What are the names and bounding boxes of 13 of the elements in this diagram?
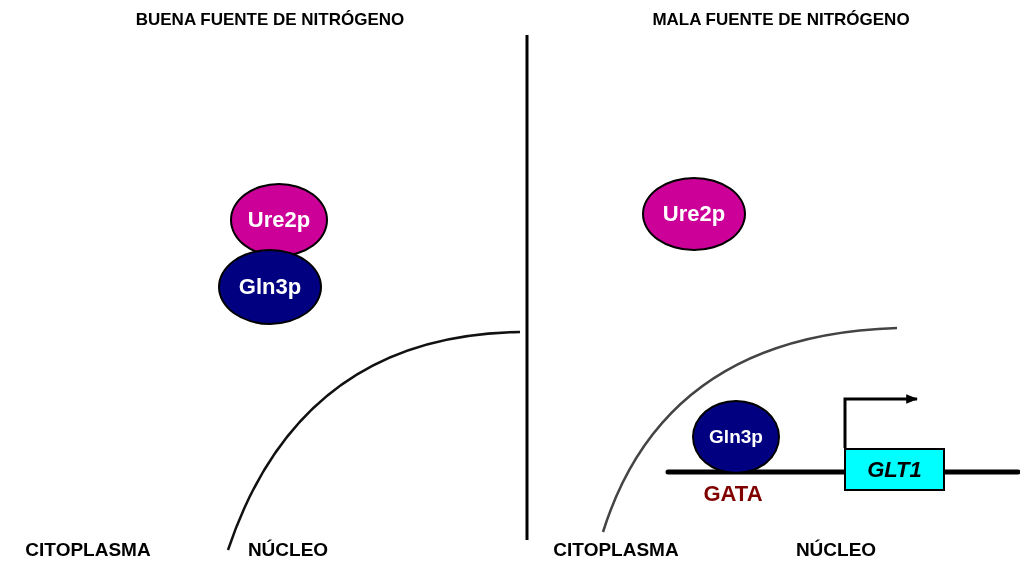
panel-heading: MALA FUENTE DE NITRÓGENO (652, 10, 910, 30)
compartment-label: CITOPLASMA (25, 539, 151, 561)
compartment-label: CITOPLASMA (553, 539, 679, 561)
protein-name: Gln3p (238, 274, 302, 300)
gene-box (844, 448, 945, 491)
panel-heading: BUENA FUENTE DE NITRÓGENO (135, 10, 405, 30)
protein-name: Ure2p (247, 207, 311, 233)
compartment-label: NÚCLEO (795, 539, 877, 561)
compartment-label: NÚCLEO (247, 539, 329, 561)
sequence-label: GATA (703, 481, 763, 507)
protein-name: Ure2p (662, 201, 726, 227)
protein-name: Gln3p (709, 426, 763, 448)
gene-name: GLT1 (867, 456, 922, 483)
